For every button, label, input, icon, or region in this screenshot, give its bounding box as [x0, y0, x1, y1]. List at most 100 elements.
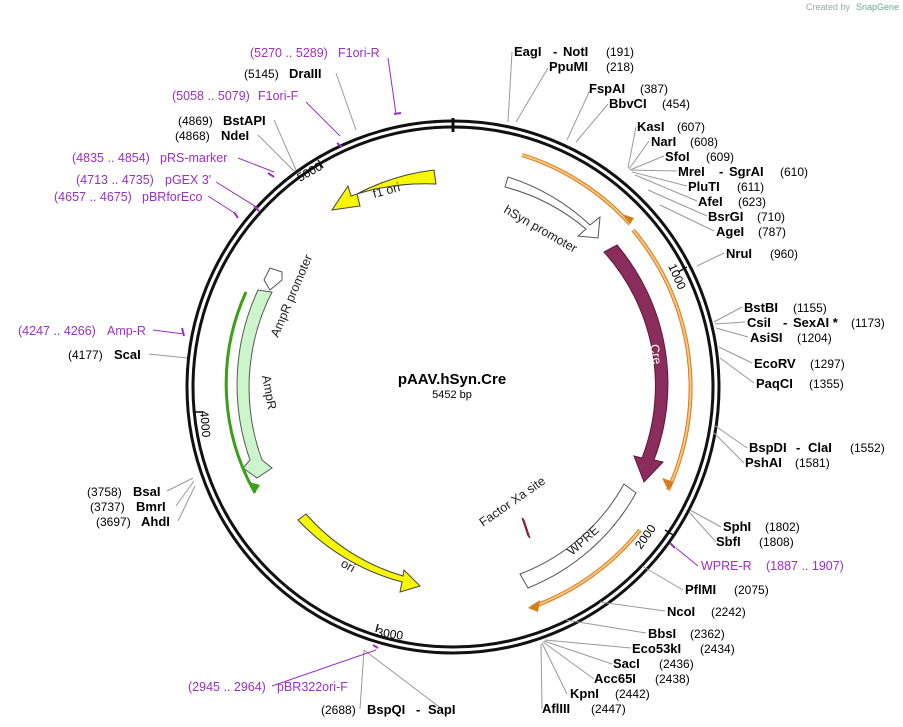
site-pos-bstapi: (4869) [178, 114, 213, 128]
site-pos-draiii: (5145) [244, 67, 279, 81]
site-name-noti: NotI [563, 44, 588, 59]
site-pos-eco53ki: (2434) [700, 642, 735, 656]
tick-marks [193, 159, 688, 633]
site-pos-pluti: (611) [737, 180, 764, 194]
site-name-bsai: BsaI [133, 484, 160, 499]
site-pos-ppumi: (218) [606, 60, 634, 74]
site-name-bstbi: BstBI [744, 300, 778, 315]
primer-range-f1ori-r: (5270 .. 5289) [250, 46, 328, 60]
site-name-acc65i: Acc65I [594, 671, 636, 686]
site-pos-sfoi: (609) [706, 150, 734, 164]
site-pos-mrei: (610) [780, 165, 808, 179]
tick-4000: 4000 [197, 410, 213, 438]
credit-prefix: Created by [806, 2, 851, 12]
svg-text:-: - [553, 44, 557, 59]
cre-label: Cre [647, 343, 664, 365]
site-pos-paqci: (1355) [809, 377, 844, 391]
site-name-bbsi: BbsI [648, 626, 676, 641]
site-pos-kasi: (607) [677, 120, 705, 134]
site-pos-pflmi: (2075) [734, 583, 769, 597]
factor-xa-marker [521, 517, 531, 539]
primer-name-prs-marker: pRS-marker [160, 151, 227, 165]
site-name-fspai: FspAI [589, 81, 625, 96]
site-pos-ncoi: (2242) [711, 605, 746, 619]
site-name-kpni: KpnI [570, 686, 599, 701]
primer-range-amp-r: (4247 .. 4266) [18, 324, 96, 338]
site-pos-bspqi: (2688) [321, 703, 356, 717]
primer-name-f1ori-f: F1ori-F [258, 89, 299, 103]
f1-ori-label: f1 ori [371, 180, 401, 201]
ampr-promoter-label: AmpR promoter [268, 252, 315, 339]
site-name-nari: NarI [651, 134, 676, 149]
svg-text:-: - [719, 164, 723, 179]
site-pos-bmri: (3737) [90, 500, 125, 514]
site-name-pluti: PluTI [688, 179, 720, 194]
site-pos-afliii: (2447) [591, 702, 626, 716]
plasmid-name: pAAV.hSyn.Cre [398, 371, 506, 388]
site-name-paqci: PaqCI [756, 376, 793, 391]
site-pos-bbvci: (454) [662, 97, 690, 111]
site-pos-afei: (623) [738, 195, 766, 209]
primer-range-pgex3: (4713 .. 4735) [76, 173, 154, 187]
site-name-asisi: AsiSI [750, 330, 783, 345]
site-name-eco53ki: Eco53kI [632, 641, 681, 656]
green-primer-arc [224, 291, 257, 494]
ori-arrow [297, 513, 421, 593]
site-pos-agei: (787) [758, 225, 786, 239]
site-name-bspqi: BspQI [367, 702, 405, 717]
site-name-afliii: AflIII [542, 701, 570, 716]
site-pos-scai: (4177) [68, 348, 103, 362]
primer-range-wpre-r: (1887 .. 1907) [766, 559, 844, 573]
primer-name-amp-r: Amp-R [107, 324, 146, 338]
site-pos-csii: (1173) [851, 316, 885, 330]
cre-arrow [603, 244, 669, 483]
site-name-draiii: DraIII [289, 66, 322, 81]
primer-arc-2-inner [632, 229, 692, 491]
site-pos-bstbi: (1155) [793, 301, 827, 315]
site-pos-bbsi: (2362) [690, 627, 725, 641]
site-name-sapi: SapI [428, 702, 455, 717]
primer-range-prs-marker: (4835 .. 4854) [72, 151, 150, 165]
site-name-csii: CsiI [747, 315, 771, 330]
svg-text:-: - [783, 315, 787, 330]
ampr-promoter-arrow [263, 267, 283, 291]
site-pos-ahdi: (3697) [96, 515, 131, 529]
site-pos-bspdi: (1552) [850, 441, 885, 455]
primer-name-wpre-r: WPRE-R [701, 559, 752, 573]
site-name-pflmi: PflMI [685, 582, 716, 597]
site-name-bstapi: BstAPI [223, 113, 266, 128]
site-pos-sphi: (1802) [765, 520, 800, 534]
site-name-bbvci: BbvCI [609, 96, 647, 111]
site-name-ppumi: PpuMI [549, 59, 588, 74]
primer-name-pbr322ori-f: pBR322ori-F [277, 680, 348, 694]
site-pos-bsrgi: (710) [757, 210, 785, 224]
ori-label: ori [339, 556, 358, 575]
site-name-sbfi: SbfI [716, 534, 741, 549]
site-name-sphi: SphI [723, 519, 751, 534]
site-name-afei: AfeI [698, 194, 723, 209]
site-pos-kpni: (2442) [615, 687, 650, 701]
site-name-ncoi: NcoI [667, 604, 695, 619]
site-pos-ndei: (4868) [175, 129, 210, 143]
site-name-saci: SacI [613, 656, 640, 671]
svg-text:-: - [416, 702, 420, 717]
site-pos-sbfi: (1808) [759, 535, 794, 549]
plasmid-size: 5452 bp [432, 389, 472, 401]
site-name-kasi: KasI [637, 119, 664, 134]
site-name-bsrgi: BsrGI [708, 209, 743, 224]
site-name-ahdi: AhdI [141, 514, 170, 529]
primer-marks [181, 112, 676, 649]
site-name-bspdi: BspDI [749, 440, 787, 455]
primer-arc-1-inner [521, 154, 631, 225]
factor-xa-label: Factor Xa site [477, 474, 548, 530]
primer-range-pbr322ori-f: (2945 .. 2964) [188, 680, 266, 694]
site-name-sexai: SexAI * [793, 315, 839, 330]
tick-3000: 3000 [376, 625, 405, 643]
site-name-agei: AgeI [716, 224, 744, 239]
site-pos-bsai: (3758) [87, 485, 122, 499]
primer-name-f1ori-r: F1ori-R [338, 46, 380, 60]
svg-text:-: - [796, 440, 800, 455]
site-name-bmri: BmrI [136, 499, 166, 514]
site-name-scai: ScaI [114, 347, 141, 362]
